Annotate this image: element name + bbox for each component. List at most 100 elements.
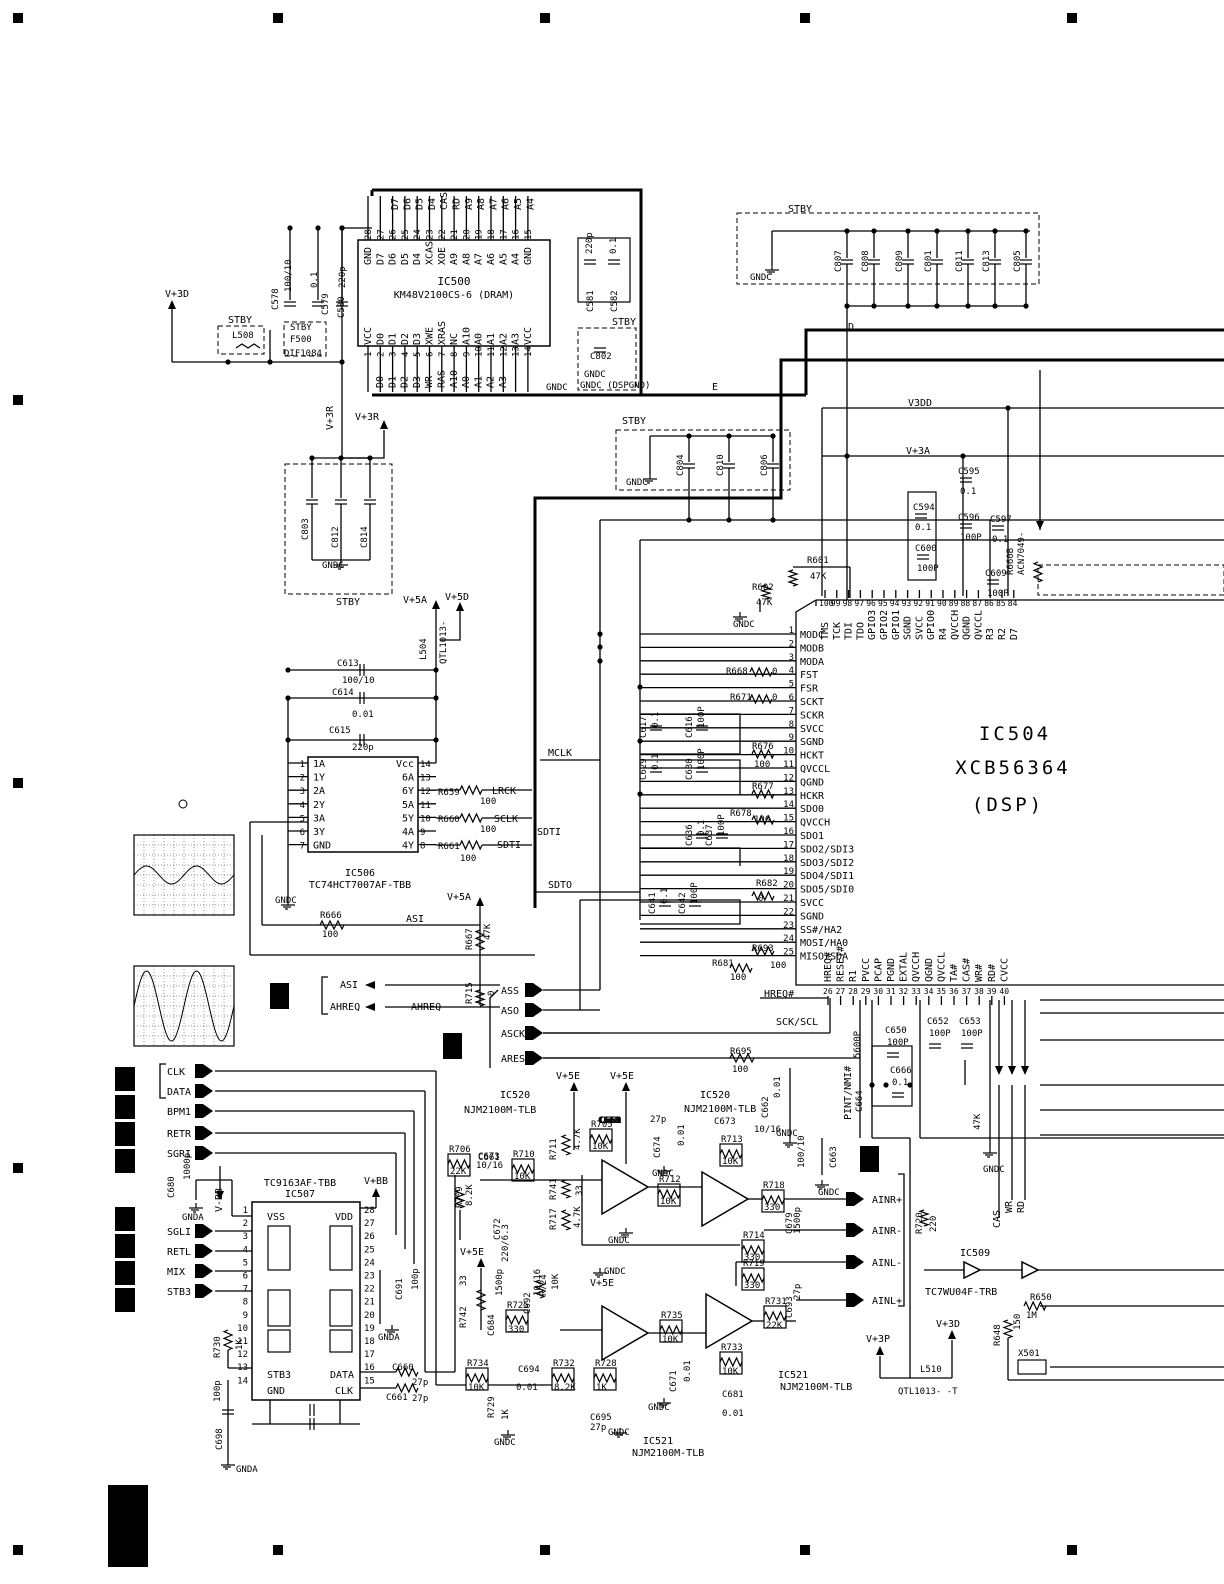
dram-pin-num: 16 bbox=[512, 229, 522, 240]
wire bbox=[640, 847, 741, 866]
net-lrck: LRCK bbox=[492, 786, 516, 797]
ref: R718 bbox=[763, 1181, 785, 1191]
buffer-pin-num: 6 bbox=[300, 828, 305, 838]
connector-pin bbox=[846, 1192, 864, 1206]
arrow-up bbox=[948, 1330, 956, 1339]
ref: 27p bbox=[793, 1284, 803, 1300]
black-tab bbox=[115, 1288, 135, 1312]
dsp-pin-num: 84 bbox=[1008, 599, 1018, 608]
arrows bbox=[13, 13, 1077, 1567]
ref: QTL1013- -T bbox=[898, 1387, 958, 1397]
ref: 100/10 bbox=[342, 676, 375, 686]
dram-pin-num: 21 bbox=[450, 229, 460, 240]
junction-dot bbox=[934, 303, 940, 309]
buffer-pin-num: 1 bbox=[300, 760, 305, 770]
dsp-name: IC504 bbox=[979, 723, 1051, 745]
dram-pin-name: A2 bbox=[498, 333, 509, 345]
junction-dot bbox=[285, 737, 291, 743]
ref: 0 bbox=[772, 693, 777, 703]
dsp-pin-name: PCAP bbox=[873, 958, 884, 982]
ref: R717 bbox=[549, 1208, 559, 1230]
ic509-part: TC7WU04F-TRB bbox=[925, 1287, 997, 1298]
ic521-part: NJM2100M-TLB bbox=[780, 1382, 852, 1393]
dsp-pin-num: 23 bbox=[783, 921, 794, 931]
junction-dot bbox=[597, 644, 603, 650]
black-tab bbox=[115, 1234, 135, 1258]
buffer-pin-name: 5A bbox=[402, 800, 414, 811]
gnd-label: GNDC bbox=[608, 1428, 630, 1438]
gnd-label: GNDC bbox=[546, 383, 568, 393]
junction-dot bbox=[1023, 228, 1029, 234]
dram-pin-name: A4 bbox=[511, 253, 522, 265]
arrow-up bbox=[477, 1258, 485, 1267]
register-mark bbox=[1067, 1545, 1077, 1555]
dsp-connector-label: ASS bbox=[501, 986, 519, 997]
ref: C663 bbox=[829, 1146, 839, 1168]
dsp-pin-num: 21 bbox=[783, 894, 794, 904]
resistor bbox=[222, 1329, 234, 1351]
ref: C615 bbox=[329, 726, 351, 736]
gnd-label: GNDC bbox=[652, 1169, 674, 1179]
stby-box bbox=[615, 429, 791, 491]
net-wr: WR bbox=[1004, 1200, 1015, 1213]
ic507-label: VDD bbox=[335, 1212, 353, 1223]
ic-bodies bbox=[251, 239, 1040, 1401]
register-mark bbox=[13, 778, 23, 788]
dram-net: A8 bbox=[476, 198, 487, 210]
ref: R681 bbox=[712, 959, 734, 969]
resistor bbox=[749, 666, 773, 678]
dsp-pin-num: 96 bbox=[866, 599, 876, 608]
register-mark bbox=[800, 13, 810, 23]
ref: C691 bbox=[395, 1278, 405, 1300]
ref: 1000p bbox=[183, 1153, 193, 1180]
ref: C804 bbox=[676, 454, 686, 476]
rail-v5e: V+5E bbox=[610, 1071, 634, 1082]
stby-label: STBY bbox=[788, 204, 812, 215]
ref: L510 bbox=[920, 1365, 942, 1375]
switch-group bbox=[267, 1289, 291, 1327]
ref: C637 bbox=[705, 824, 715, 846]
ic507-pin-num: 22 bbox=[364, 1285, 375, 1295]
ref: C660 bbox=[600, 1116, 622, 1126]
dram-pin-num: 15 bbox=[524, 229, 534, 240]
net-asi: ASI bbox=[406, 914, 424, 925]
arrow-up bbox=[570, 1082, 578, 1091]
arrow-up bbox=[456, 602, 464, 611]
rail-vbb: V-BB bbox=[214, 1188, 225, 1212]
ic507-pin-num: 1 bbox=[243, 1206, 248, 1216]
ic507-pin-num: 17 bbox=[364, 1350, 375, 1360]
ic520-part: NJM2100M-TLB bbox=[684, 1104, 756, 1115]
analog-out-label: AINL+ bbox=[872, 1296, 902, 1307]
resistor bbox=[751, 945, 775, 957]
rail-v5e: V+5E bbox=[460, 1247, 484, 1258]
resistor bbox=[1032, 561, 1044, 583]
dsp-pin-name: QGND bbox=[924, 958, 935, 982]
dsp-pin-name: EXTAL bbox=[899, 952, 910, 982]
dsp-pin-name: FSR bbox=[800, 684, 819, 695]
dsp-pin-num: 32 bbox=[899, 987, 909, 996]
ref: 1500p bbox=[793, 1207, 803, 1234]
ic507-body bbox=[251, 1201, 361, 1401]
rail-vbb: V+BB bbox=[364, 1176, 388, 1187]
ref: R732 bbox=[553, 1359, 575, 1369]
ref: 33 bbox=[459, 1275, 469, 1286]
buffer-pin-name: 1Y bbox=[313, 773, 325, 784]
junction-dot bbox=[339, 225, 345, 231]
ref: C694 bbox=[518, 1365, 540, 1375]
analog-out-label: AINL- bbox=[872, 1258, 902, 1269]
ic507-pin-num: 11 bbox=[237, 1337, 248, 1347]
junction-dot bbox=[637, 738, 643, 744]
dsp-pin-name: PGND bbox=[886, 958, 897, 982]
resistor bbox=[741, 1244, 765, 1256]
junction-dot bbox=[367, 455, 373, 461]
dsp-pin-name: R1 bbox=[848, 970, 859, 982]
opamp-body bbox=[701, 1170, 750, 1228]
ref: C597 bbox=[990, 515, 1012, 525]
ref: C803 bbox=[301, 518, 311, 540]
buffer-pin-name: 6A bbox=[402, 773, 414, 784]
rail-v3r: V+3R bbox=[325, 405, 336, 430]
ref: 330 bbox=[744, 1281, 760, 1291]
ref: R733 bbox=[721, 1343, 743, 1353]
ref: C661 bbox=[478, 1153, 500, 1163]
ref: 10K bbox=[722, 1157, 739, 1167]
